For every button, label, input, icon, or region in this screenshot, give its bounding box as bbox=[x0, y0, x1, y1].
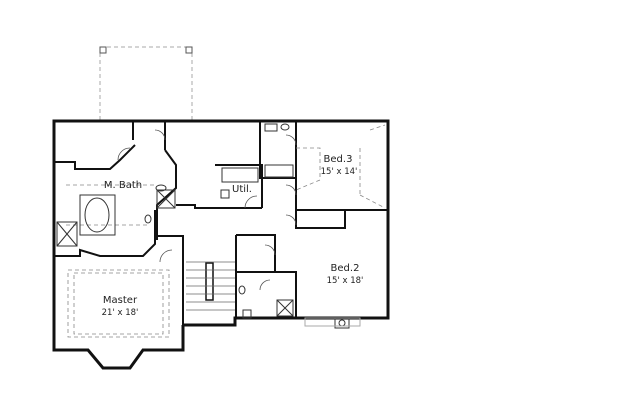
porch-roof-outline bbox=[99, 46, 193, 122]
interior-walls bbox=[54, 121, 388, 325]
room-label-m-bath: M. Bath bbox=[103, 180, 143, 191]
room-label-util: Util. bbox=[232, 184, 252, 195]
room-label-bed2: Bed.2 bbox=[330, 263, 360, 274]
fixtures bbox=[56, 123, 361, 329]
door-swings bbox=[117, 129, 297, 291]
room-label-bed3: Bed.3 bbox=[323, 154, 353, 165]
util-sink bbox=[221, 167, 259, 183]
bed3-bathtub bbox=[264, 164, 294, 178]
bed2-shower bbox=[276, 299, 294, 317]
room-size-bed3: 15' x 14' bbox=[320, 167, 358, 177]
bathtub bbox=[84, 197, 110, 233]
room-size-master: 21' x 18' bbox=[101, 308, 139, 318]
room-size-bed2: 15' x 18' bbox=[326, 276, 364, 286]
room-label-master: Master bbox=[102, 295, 138, 306]
staircase bbox=[186, 261, 235, 311]
porch-posts bbox=[99, 46, 193, 54]
master-shower bbox=[56, 221, 78, 247]
